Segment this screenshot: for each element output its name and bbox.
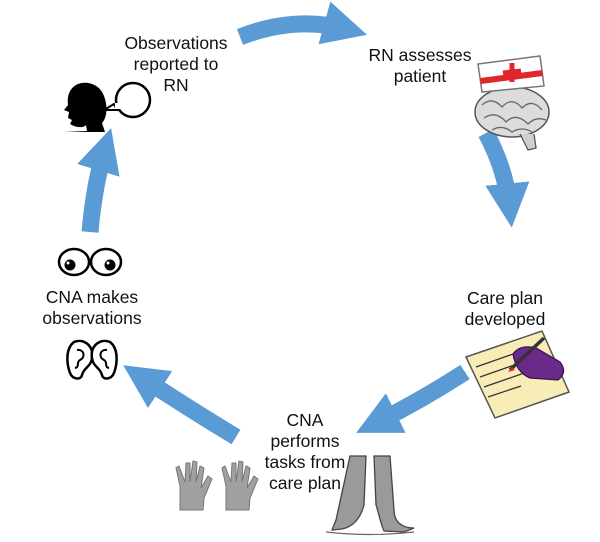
label-line: performs xyxy=(270,431,340,451)
arrow-reported-to-assess xyxy=(236,1,368,45)
nurse-brain-icon xyxy=(474,55,550,151)
speaking-head-icon xyxy=(64,81,152,132)
label-line: Observations xyxy=(124,33,228,53)
ears-icon xyxy=(66,339,118,380)
arrow-careplan-to-tasks xyxy=(356,364,470,433)
label-observations-reported: Observations reported to RN xyxy=(105,33,247,96)
arrow-tasks-to-observe xyxy=(123,365,241,445)
label-line: Care plan xyxy=(467,288,543,308)
label-line: RN xyxy=(163,75,189,95)
label-line: CNA makes xyxy=(45,287,139,307)
hands-icon xyxy=(175,460,259,511)
label-line: CNA xyxy=(286,410,324,430)
label-care-plan-developed: Care plan developed xyxy=(445,288,565,330)
eyes-icon xyxy=(57,247,123,277)
label-line: RN assesses xyxy=(368,45,472,65)
feet-icon xyxy=(325,455,415,536)
label-line: reported to xyxy=(133,54,219,74)
label-line: patient xyxy=(393,66,447,86)
label-line: developed xyxy=(464,309,546,329)
arrow-observe-to-report xyxy=(77,128,120,233)
label-cna-performs-tasks: CNA performs tasks from care plan xyxy=(245,410,365,494)
label-rn-assesses: RN assesses patient xyxy=(355,45,485,87)
writing-hand-icon xyxy=(464,330,571,419)
label-cna-makes-observations: CNA makes observations xyxy=(22,287,162,329)
label-line: observations xyxy=(42,308,142,328)
arrow-assess-to-careplan xyxy=(478,128,530,228)
label-line: tasks from xyxy=(264,452,346,472)
label-line: care plan xyxy=(269,473,341,493)
